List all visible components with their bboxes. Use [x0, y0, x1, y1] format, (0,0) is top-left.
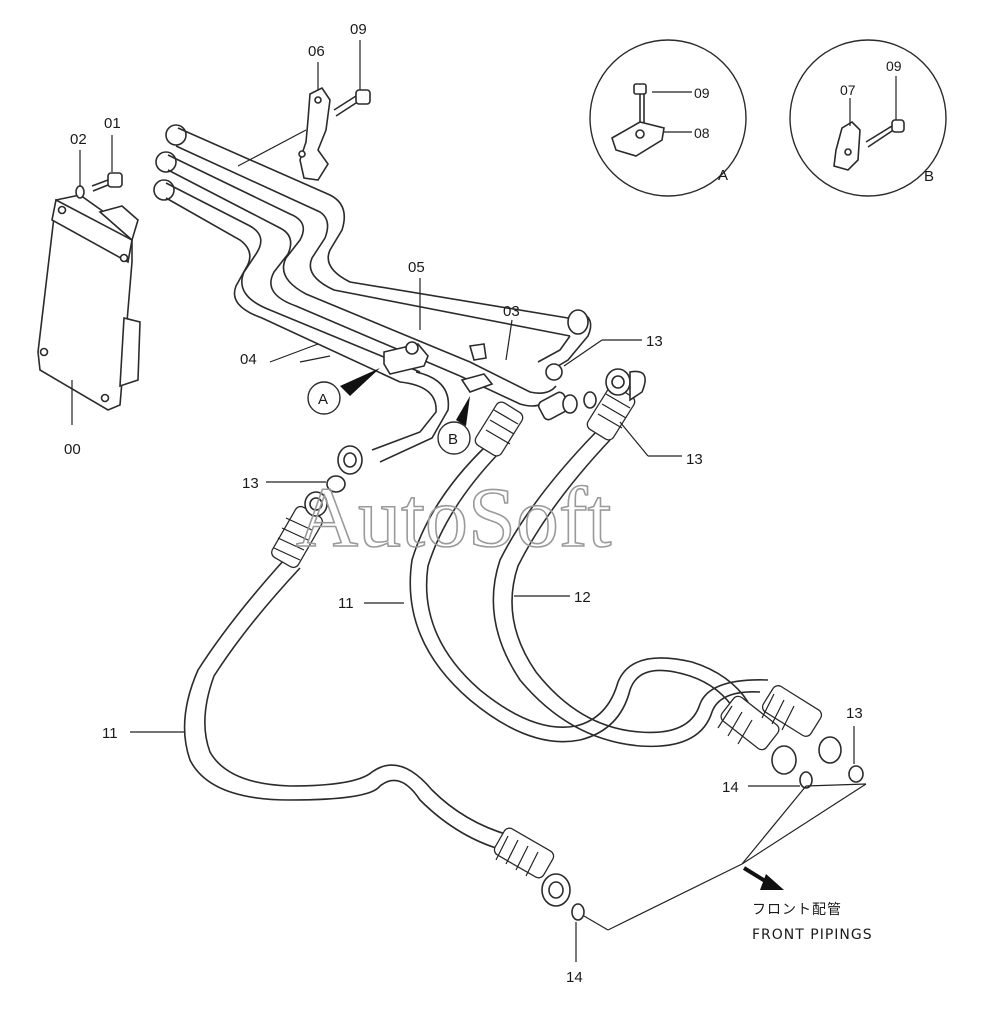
- label-02: 02: [70, 131, 87, 148]
- washer-02: [75, 150, 85, 199]
- label-11-left: 11: [102, 725, 118, 742]
- label-08-detail-a: 08: [694, 125, 710, 141]
- label-13-right: 13: [686, 451, 703, 468]
- pipe-group-03-04-05: [153, 124, 592, 475]
- detail-a-letter: A: [718, 167, 728, 184]
- label-14-right: 14: [722, 779, 739, 796]
- label-01: 01: [104, 115, 121, 132]
- label-05: 05: [408, 259, 425, 276]
- label-03: 03: [503, 303, 520, 320]
- o-rings: [266, 339, 867, 962]
- o-ring-13-left: [326, 475, 346, 493]
- marker-a-letter: A: [318, 391, 328, 408]
- hose-11-middle: [364, 401, 797, 775]
- hose-11-left-lower-fitting: [493, 827, 571, 907]
- detail-view-b: [789, 39, 947, 197]
- detail-view-a: [589, 39, 747, 197]
- label-09-top: 09: [350, 21, 367, 38]
- detail-b-letter: B: [924, 168, 934, 185]
- label-13-left: 13: [242, 475, 259, 492]
- marker-a: [307, 368, 380, 415]
- watermark-text: AutoSoft: [296, 469, 611, 565]
- note-english: FRONT PIPINGS: [752, 927, 873, 943]
- label-13-lower-right: 13: [846, 705, 863, 722]
- hose-11-left-upper-fitting: [271, 491, 328, 569]
- hose-12: [492, 368, 842, 764]
- label-07-detail-b: 07: [840, 82, 856, 98]
- note-japanese: フロント配管: [752, 902, 842, 918]
- o-ring-14-right: [799, 771, 813, 789]
- label-09-detail-b: 09: [886, 58, 902, 74]
- label-11-middle: 11: [338, 595, 354, 612]
- valve-block-00: [37, 194, 141, 425]
- label-06: 06: [308, 43, 325, 60]
- label-09-detail-a: 09: [694, 85, 710, 101]
- o-ring-13-right: [583, 391, 597, 409]
- label-14-bottom: 14: [566, 969, 583, 986]
- bolt-09: [333, 40, 371, 117]
- bolt-01: [91, 135, 123, 192]
- marker-b: [437, 396, 471, 455]
- hose-12-lower-fitting: [761, 685, 842, 764]
- label-13-upper-right: 13: [646, 333, 663, 350]
- label-00: 00: [64, 441, 81, 458]
- o-ring-14-bottom: [571, 903, 585, 921]
- o-ring-13-lower-right: [848, 765, 864, 783]
- hose-11-middle-lower-fitting: [717, 695, 797, 775]
- o-ring-13-upper: [545, 363, 563, 381]
- marker-b-letter: B: [448, 431, 458, 448]
- label-12: 12: [574, 589, 591, 606]
- front-pipings-arrow-icon: [742, 866, 784, 890]
- hose-11-left: [130, 491, 571, 907]
- label-04: 04: [240, 351, 257, 368]
- clamp-06: [237, 62, 331, 181]
